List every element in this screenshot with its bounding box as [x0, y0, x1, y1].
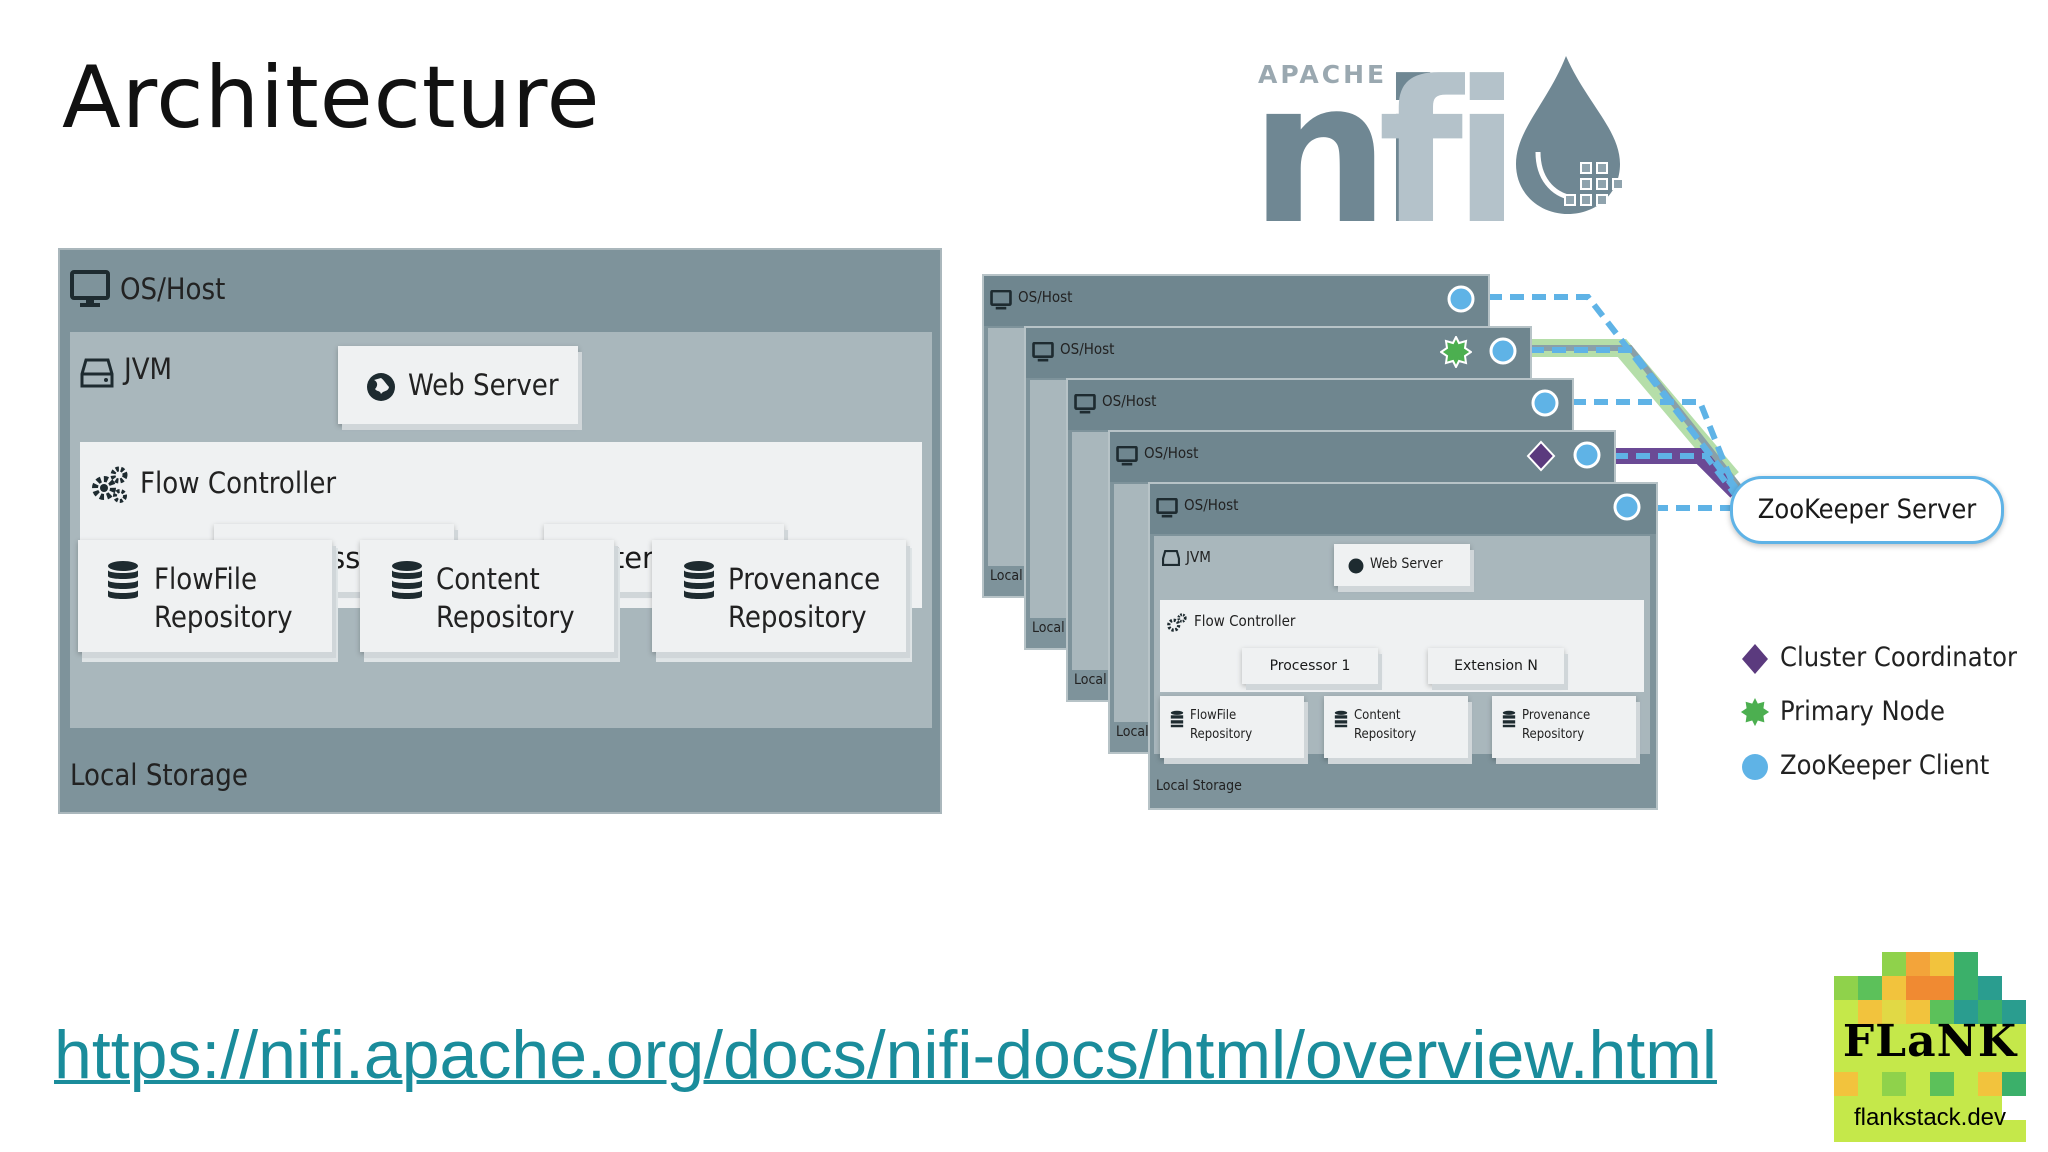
repo-line1: Content	[436, 562, 540, 596]
host-label: OS/Host	[1184, 496, 1239, 514]
local-storage-label: Local Storage	[70, 758, 248, 792]
local-label: Local	[1032, 620, 1065, 636]
jvm-label: JVM	[1186, 548, 1211, 566]
extension-box: Extension N	[1428, 648, 1564, 684]
repo-line1: Content	[1354, 708, 1401, 723]
local-storage-label: Local Storage	[1156, 778, 1242, 794]
host-card-front: OS/Host JVM Web Server Flow Controller P…	[1148, 482, 1658, 810]
gears-icon	[92, 466, 128, 503]
zookeeper-server: ZooKeeper Server	[1730, 476, 2004, 544]
repo-line2: Repository	[728, 600, 867, 634]
flow-controller-label: Flow Controller	[140, 466, 337, 500]
monitor-icon	[1156, 498, 1178, 518]
zookeeper-client-icon	[1531, 389, 1559, 417]
host-label: OS/Host	[1060, 340, 1115, 358]
drive-icon	[1162, 550, 1180, 566]
database-icon	[392, 561, 422, 599]
monitor-icon	[1074, 394, 1096, 414]
primary-node-icon	[1440, 336, 1472, 368]
web-server-box: Web Server	[338, 346, 578, 424]
legend: Cluster Coordinator Primary Node ZooKeep…	[1740, 640, 2020, 800]
legend-client-label: ZooKeeper Client	[1780, 750, 1990, 781]
repo-line2: Repository	[436, 600, 575, 634]
logo-fi-text: fi	[1378, 40, 1521, 268]
flank-site: flankstack.dev	[1853, 1104, 2007, 1131]
slide-title: Architecture	[62, 48, 601, 148]
monitor-icon	[70, 270, 110, 307]
repo-line1: Provenance	[728, 562, 881, 596]
database-icon	[1334, 710, 1348, 728]
host-label: OS/Host	[120, 272, 226, 306]
web-server-label: Web Server	[1370, 556, 1443, 572]
monitor-icon	[1032, 342, 1054, 362]
content-repository: Content Repository	[360, 540, 614, 652]
local-label: Local	[1074, 672, 1107, 688]
legend-primary-label: Primary Node	[1780, 696, 1945, 727]
repo-line2: Repository	[154, 600, 293, 634]
nifi-logo: APACHE ni fi	[1250, 40, 1630, 252]
flow-controller-panel: Flow Controller Processor 1 Extension N	[1160, 600, 1644, 692]
repo-line1: FlowFile	[1190, 708, 1237, 723]
repo-line2: Repository	[1190, 727, 1253, 742]
droplet-icon	[1516, 56, 1624, 214]
database-icon	[684, 561, 714, 599]
zookeeper-client-icon	[1489, 337, 1517, 365]
zookeeper-client-icon	[1447, 285, 1475, 313]
host-label: OS/Host	[1144, 444, 1199, 462]
monitor-icon	[990, 290, 1012, 310]
processor-box: Processor 1	[1242, 648, 1378, 684]
zookeeper-client-icon	[1573, 441, 1601, 469]
flowfile-repository: FlowFile Repository	[78, 540, 332, 652]
flowfile-repository: FlowFile Repository	[1160, 696, 1304, 758]
local-label: Local	[990, 568, 1023, 584]
left-host-panel: OS/Host JVM Web Server Flow Controller	[58, 248, 942, 814]
database-icon	[108, 561, 138, 599]
flank-logo: FLaNK flankstack.dev	[1834, 952, 2026, 1142]
repo-line1: Provenance	[1522, 708, 1591, 723]
database-icon	[1502, 710, 1516, 728]
globe-icon	[367, 373, 395, 401]
content-repository: Content Repository	[1324, 696, 1468, 758]
local-label: Local	[1116, 724, 1149, 740]
logo-ni-text: ni	[1250, 40, 1447, 268]
provenance-repository: Provenance Repository	[652, 540, 906, 652]
globe-icon	[1348, 558, 1364, 574]
legend-coordinator-label: Cluster Coordinator	[1780, 642, 2017, 673]
zookeeper-client-icon	[1613, 493, 1641, 521]
drive-icon	[80, 358, 114, 388]
jvm-label: JVM	[124, 352, 173, 386]
cluster-coordinator-icon	[1742, 644, 1768, 674]
overview-link[interactable]: https://nifi.apache.org/docs/nifi-docs/h…	[54, 1017, 1717, 1093]
cluster-coordinator-icon	[1526, 440, 1556, 472]
flow-controller-label: Flow Controller	[1194, 612, 1296, 630]
web-server-box: Web Server	[1334, 544, 1470, 586]
flank-title: FLaNK	[1842, 1016, 2018, 1067]
repo-line2: Repository	[1522, 727, 1585, 742]
logo-apache-text: APACHE	[1258, 60, 1388, 89]
repo-line2: Repository	[1354, 727, 1417, 742]
host-label: OS/Host	[1018, 288, 1073, 306]
primary-node-icon	[1740, 697, 1770, 727]
database-icon	[1170, 710, 1184, 728]
repo-line1: FlowFile	[154, 562, 258, 596]
provenance-repository: Provenance Repository	[1492, 696, 1636, 758]
monitor-icon	[1116, 446, 1138, 466]
host-label: OS/Host	[1102, 392, 1157, 410]
flank-heatmap-image	[1834, 952, 2026, 1142]
zookeeper-client-icon	[1742, 754, 1768, 780]
web-server-label: Web Server	[408, 368, 559, 402]
gears-icon	[1167, 613, 1187, 632]
